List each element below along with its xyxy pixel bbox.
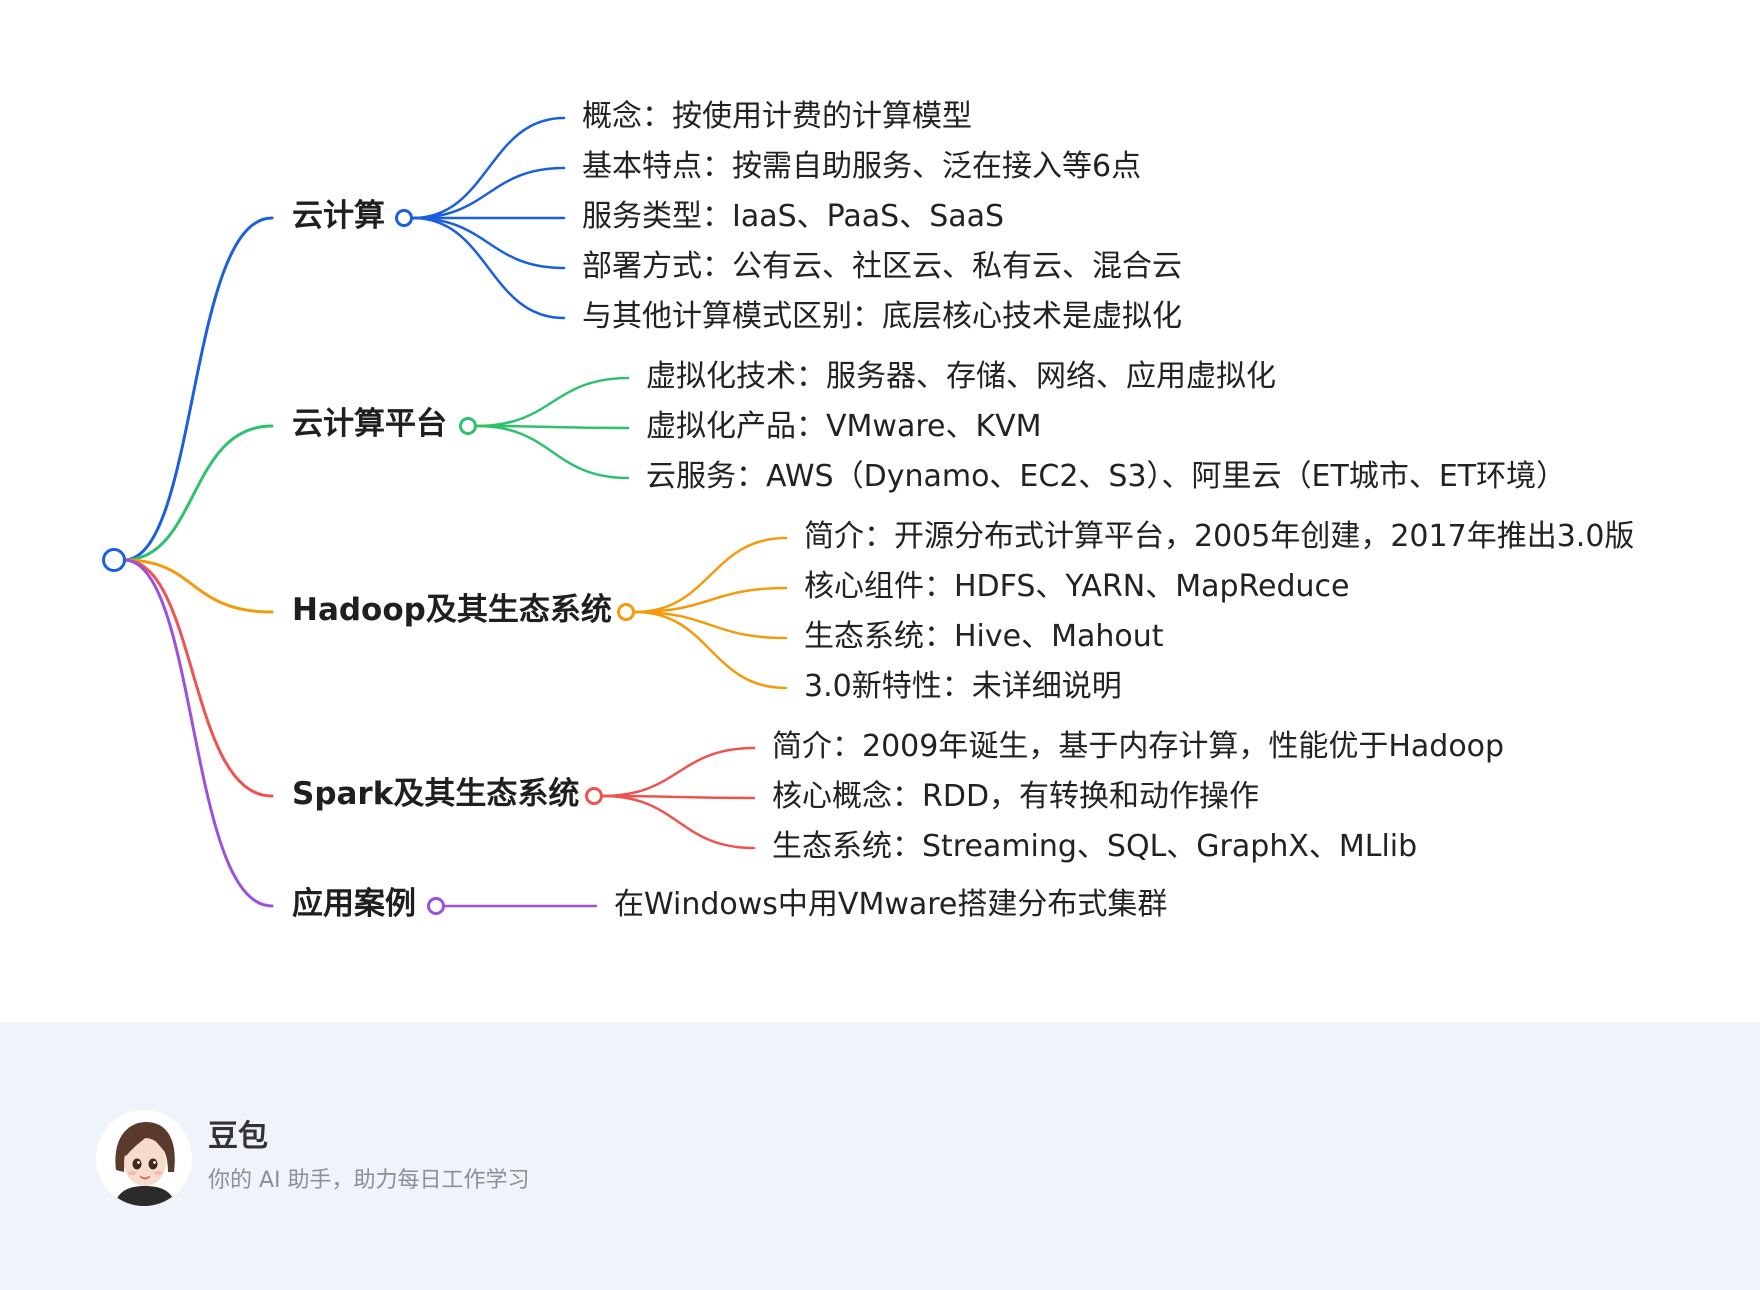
leaf-label[interactable]: 生态系统：Streaming、SQL、GraphX、MLlib (772, 829, 1418, 864)
footer (0, 1022, 1760, 1290)
leaf-connector (411, 216, 566, 270)
mind-map-edges (122, 116, 788, 908)
leaf-label[interactable]: 基本特点：按需自助服务、泛在接入等6点 (582, 149, 1142, 184)
leaf-connector (411, 166, 566, 220)
assistant-name: 豆包 (208, 1119, 268, 1154)
leaf-label[interactable]: 服务类型：IaaS、PaaS、SaaS (582, 199, 1005, 234)
leaf-connector (601, 794, 756, 850)
leaf-label[interactable]: 在Windows中用VMware搭建分布式集群 (614, 887, 1168, 922)
assistant-avatar-icon (96, 1110, 192, 1206)
leaf-label[interactable]: 虚拟化产品：VMware、KVM (646, 409, 1042, 444)
branch-label[interactable]: 应用案例 (292, 886, 416, 922)
branch-label[interactable]: Spark及其生态系统 (292, 776, 580, 812)
leaf-connector (601, 794, 756, 800)
branch-label[interactable]: 云计算平台 (292, 406, 447, 442)
leaf-label[interactable]: 与其他计算模式区别：底层核心技术是虚拟化 (582, 299, 1182, 334)
branch-collapse-toggle[interactable] (459, 417, 477, 435)
leaf-connector (633, 586, 788, 614)
branch-label[interactable]: 云计算 (292, 198, 385, 234)
leaf-connector (411, 116, 566, 220)
leaf-label[interactable]: 概念：按使用计费的计算模型 (582, 99, 972, 134)
leaf-connector (633, 610, 788, 690)
leaf-connector (601, 746, 756, 798)
leaf-connector (411, 216, 566, 320)
branch-collapse-toggle[interactable] (427, 897, 445, 915)
leaf-label[interactable]: 简介：2009年诞生，基于内存计算，性能优于Hadoop (772, 729, 1505, 764)
branch-connector (122, 216, 274, 562)
leaf-label[interactable]: 生态系统：Hive、Mahout (804, 619, 1164, 654)
leaf-label[interactable]: 云服务：AWS（Dynamo、EC2、S3）、阿里云（ET城市、ET环境） (646, 459, 1567, 494)
leaf-connector (633, 536, 788, 614)
branch-connector (122, 424, 274, 562)
root-node[interactable] (102, 548, 126, 572)
branch-connector (122, 558, 274, 908)
leaf-connector (475, 376, 630, 428)
leaf-label[interactable]: 简介：开源分布式计算平台，2005年创建，2017年推出3.0版 (804, 519, 1635, 554)
leaf-label[interactable]: 核心组件：HDFS、YARN、MapReduce (804, 569, 1350, 604)
leaf-connector (475, 424, 630, 430)
leaf-connector (633, 610, 788, 640)
mind-map: 云计算 概念：按使用计费的计算模型基本特点：按需自助服务、泛在接入等6点服务类型：… (102, 99, 1635, 922)
leaf-label[interactable]: 核心概念：RDD，有转换和动作操作 (772, 779, 1260, 814)
leaf-connector (475, 424, 630, 480)
branch-connector (122, 558, 274, 614)
branch-collapse-toggle[interactable] (617, 603, 635, 621)
leaf-label[interactable]: 虚拟化技术：服务器、存储、网络、应用虚拟化 (646, 359, 1276, 394)
avatar (96, 1110, 192, 1206)
branch-collapse-toggle[interactable] (585, 787, 603, 805)
leaf-label[interactable]: 3.0新特性：未详细说明 (804, 669, 1122, 704)
branch-label[interactable]: Hadoop及其生态系统 (292, 592, 612, 628)
leaf-label[interactable]: 部署方式：公有云、社区云、私有云、混合云 (582, 249, 1182, 284)
branch-collapse-toggle[interactable] (395, 209, 413, 227)
branch-connector (122, 558, 274, 798)
assistant-tagline: 你的 AI 助手，助力每日工作学习 (208, 1168, 530, 1193)
